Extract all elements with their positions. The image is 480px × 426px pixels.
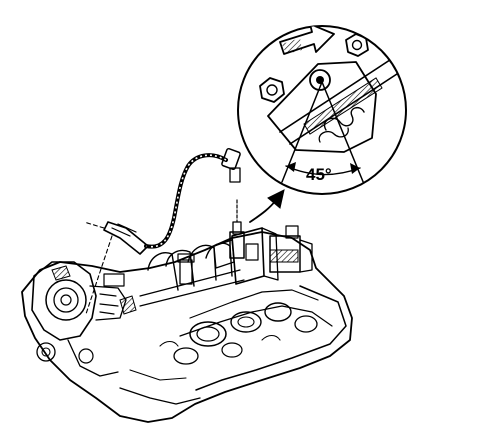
engine-body — [21, 199, 353, 423]
sensor — [229, 199, 245, 259]
intake-runners — [139, 242, 245, 307]
throttle-body — [31, 261, 137, 377]
valve-cover-detail — [159, 302, 318, 365]
magnified-callout: 45° — [237, 25, 407, 195]
wire-harness — [83, 147, 241, 315]
coil-pack — [177, 225, 313, 285]
angle-label: 45° — [306, 165, 332, 184]
callout-arrow — [249, 189, 285, 223]
